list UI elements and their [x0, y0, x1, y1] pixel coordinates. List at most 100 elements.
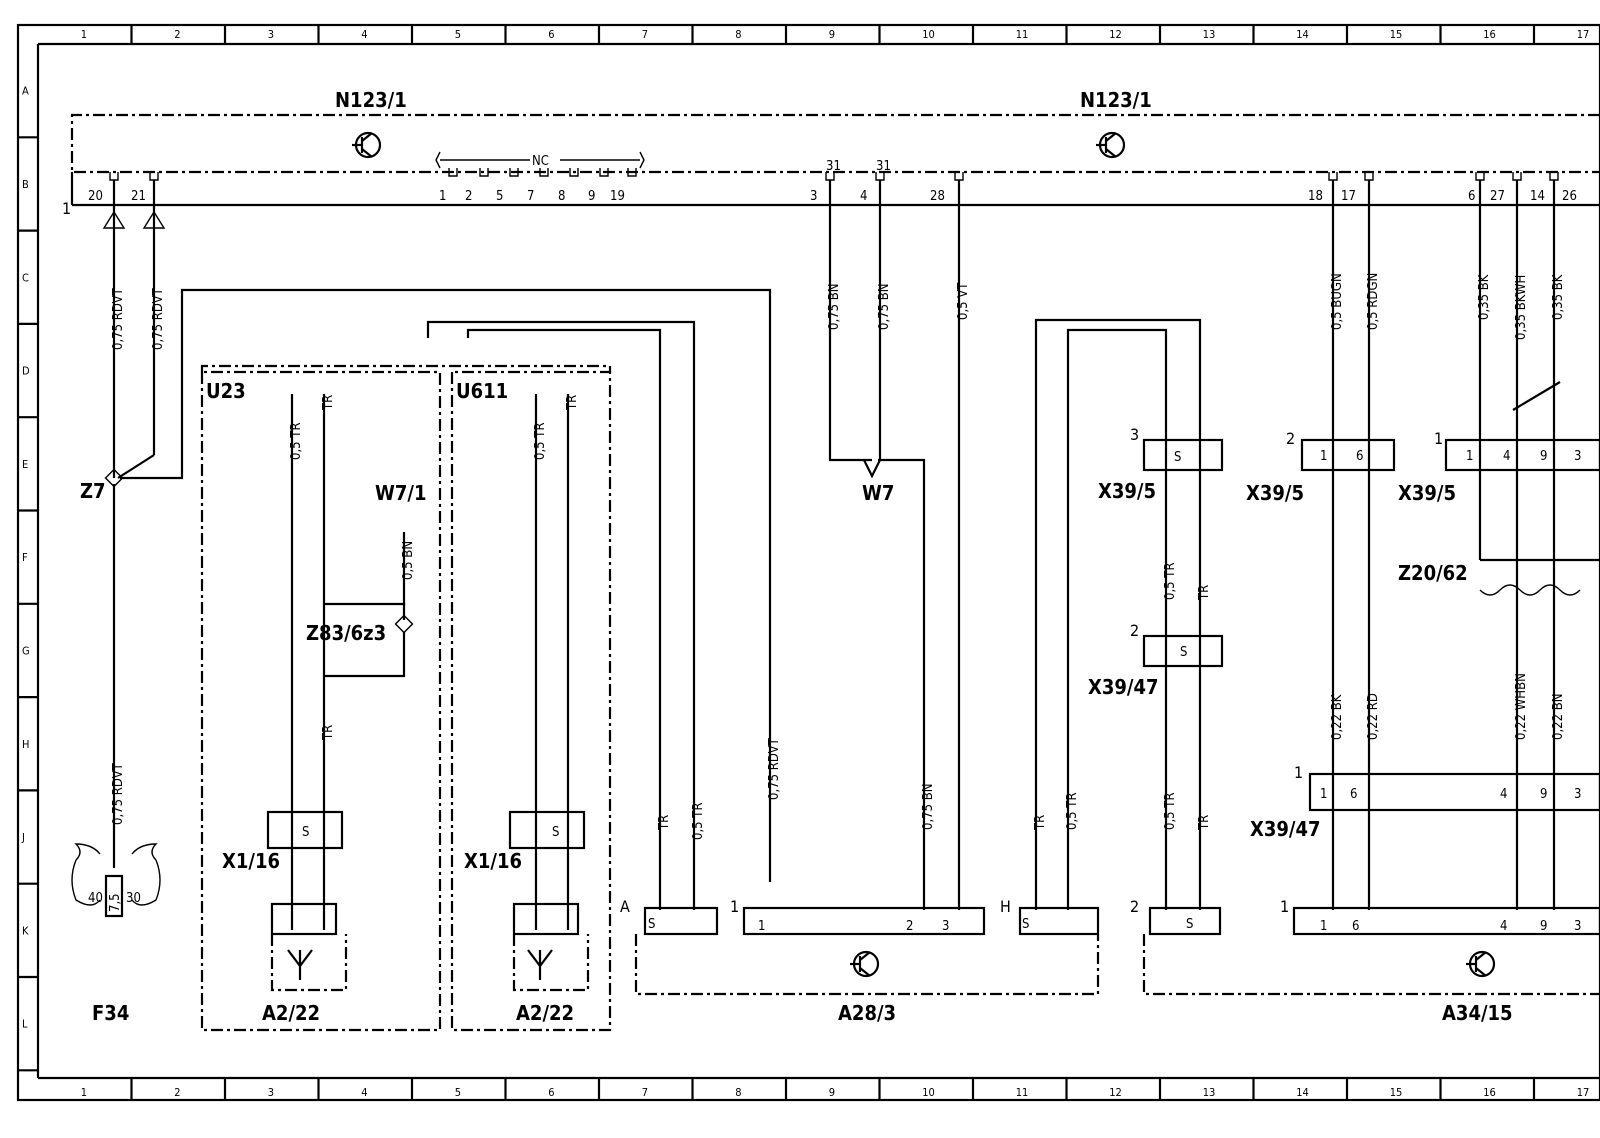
grid-row-label: H [22, 738, 29, 751]
wire-u23-2-label: TR [321, 395, 336, 411]
pin-17: 17 [1341, 189, 1356, 204]
x395-a-label: X39/5 [1098, 479, 1156, 503]
a3415-pos-1: 1 [1280, 897, 1289, 916]
n123-housing: N123/1 N123/1 1 NC 20 21 1 [62, 88, 1600, 218]
pin-9: 9 [588, 189, 595, 204]
z7-label: Z7 [80, 479, 106, 503]
grid-row-label: C [22, 271, 29, 284]
x3947-a-s: S [1180, 645, 1187, 660]
grid-column-label: 15 [1390, 1086, 1403, 1099]
grid-column-label: 1 [81, 1086, 87, 1099]
a3415-unit: 2 S 1 1 6 4 9 3 A34/15 [1130, 897, 1600, 1025]
grid-column-label: 6 [548, 28, 554, 41]
x395-c-pin-1: 1 [1466, 449, 1473, 464]
a283-s2: S [1022, 917, 1029, 932]
z7-splice-icon [104, 468, 124, 488]
x395-c-pin-3: 3 [1574, 449, 1581, 464]
a283-pos-h: H [1000, 897, 1011, 916]
x116-b-s: S [552, 825, 559, 840]
grid-row-label: K [22, 924, 29, 937]
z2062-label: Z20/62 [1398, 561, 1468, 585]
wire-6-label: 0,35 BK [1477, 274, 1492, 320]
x3947-b-pin-4: 4 [1500, 787, 1507, 802]
x116-b-label: X1/16 [464, 849, 522, 873]
a3415-s: S [1186, 917, 1193, 932]
pin-19: 19 [610, 189, 625, 204]
x395-a-connector [1142, 438, 1224, 472]
grid-column-label: 5 [455, 28, 461, 41]
a3415-pin-1: 1 [1320, 919, 1327, 934]
grid-column-label: 17 [1577, 28, 1590, 41]
antenna-icon [527, 949, 553, 980]
z83-splice-icon [394, 614, 414, 634]
pin-18: 18 [1308, 189, 1323, 204]
x395-c-label: X39/5 [1398, 481, 1456, 505]
wires-x395: TR 0,5 TR S 3 X39/5 0,5 TR TR S 2 X39/47… [1033, 318, 1224, 910]
grid-column-label: 16 [1483, 28, 1496, 41]
u23-label: U23 [206, 379, 246, 403]
frame [16, 23, 1600, 1102]
grid-column-label: 14 [1296, 1086, 1309, 1099]
pin-1: 1 [439, 189, 446, 204]
wire-17-label: 0,5 RDGN [1366, 273, 1381, 330]
f34-rating: 7,5 [108, 893, 123, 912]
grid-row-label: B [22, 178, 29, 191]
x116-b-connector [508, 810, 586, 850]
pin-8: 8 [558, 189, 565, 204]
transistor-icon [1466, 950, 1496, 978]
grid-column-label: 17 [1577, 1086, 1590, 1099]
x395-c-pin-9: 9 [1540, 449, 1547, 464]
wire-14b-label: 0,22 BN [1551, 693, 1566, 740]
wire-27-label: 0,35 BKWH [1514, 275, 1529, 340]
grid-column-label: 16 [1483, 1086, 1496, 1099]
f34-label: F34 [92, 1001, 129, 1025]
wire-f34-label: 0,75 RDVT [111, 762, 126, 825]
grid-column-label: 4 [361, 28, 367, 41]
grid-column-label: 2 [174, 28, 180, 41]
x116-a-s: S [302, 825, 309, 840]
grid-column-label: 6 [548, 1086, 554, 1099]
pin-27: 27 [1490, 189, 1505, 204]
wire-a283-rdvt-label: 0,75 RDVT [767, 737, 782, 800]
grid-column-label: 13 [1203, 1086, 1216, 1099]
a222-b-label: A2/22 [516, 1001, 574, 1025]
a283-pos-1: 1 [730, 897, 739, 916]
a283-unit: S A 1 1 2 3 S H A28/3 [620, 897, 1100, 1025]
u611-label: U611 [456, 379, 508, 403]
housing-pin-1: 1 [62, 199, 71, 218]
grid-columns: 1122334455667788991010111112121313141415… [81, 25, 1590, 1100]
n123-left-label: N123/1 [335, 88, 407, 112]
a283-label: A28/3 [838, 1001, 896, 1025]
grid-row-label: J [21, 831, 25, 844]
a283-s: S [648, 917, 655, 932]
z83-label: Z83/6z3 [306, 621, 386, 645]
x395-a-pos: 3 [1130, 425, 1139, 444]
a3415-pin-3: 3 [1574, 919, 1581, 934]
x395-c-pin-4: 4 [1503, 449, 1510, 464]
grid-column-label: 8 [735, 1086, 741, 1099]
pin-21: 21 [131, 189, 146, 204]
ground-31-a: 31 [826, 159, 841, 174]
pin-5: 5 [496, 189, 503, 204]
wire-18-label: 0,5 BUGN [1330, 273, 1345, 330]
a283-pin-1: 1 [758, 919, 765, 934]
wire-a283-05tr-label: 0,5 TR [691, 802, 706, 840]
x3947-a-pos: 2 [1130, 621, 1139, 640]
transistor-icon [1096, 131, 1126, 159]
u23-module: U23 0,5 TR TR TR W7/1 0,5 BN Z83/6z3 S X… [200, 370, 442, 1032]
grid-column-label: 13 [1203, 28, 1216, 41]
wires-right: 0,5 BUGN 0,5 RDGN 0,22 BK 0,22 RD 0,35 B… [1246, 180, 1600, 910]
pin-3: 3 [810, 189, 817, 204]
grid-column-label: 3 [268, 1086, 274, 1099]
grid-column-label: 12 [1109, 1086, 1122, 1099]
x3947-b-pin-3: 3 [1574, 787, 1581, 802]
grid-column-label: 2 [174, 1086, 180, 1099]
f34-pin-30: 30 [126, 891, 141, 906]
x395-b-pin-1: 1 [1320, 449, 1327, 464]
wire-17b-label: 0,22 RD [1366, 693, 1381, 740]
ground-31-b: 31 [876, 159, 891, 174]
f34-fuse: 40 30 7,5 F34 [71, 843, 161, 1025]
w7-label: W7 [862, 481, 894, 505]
wire-x395-05tr-label: 0,5 TR [1163, 562, 1178, 600]
